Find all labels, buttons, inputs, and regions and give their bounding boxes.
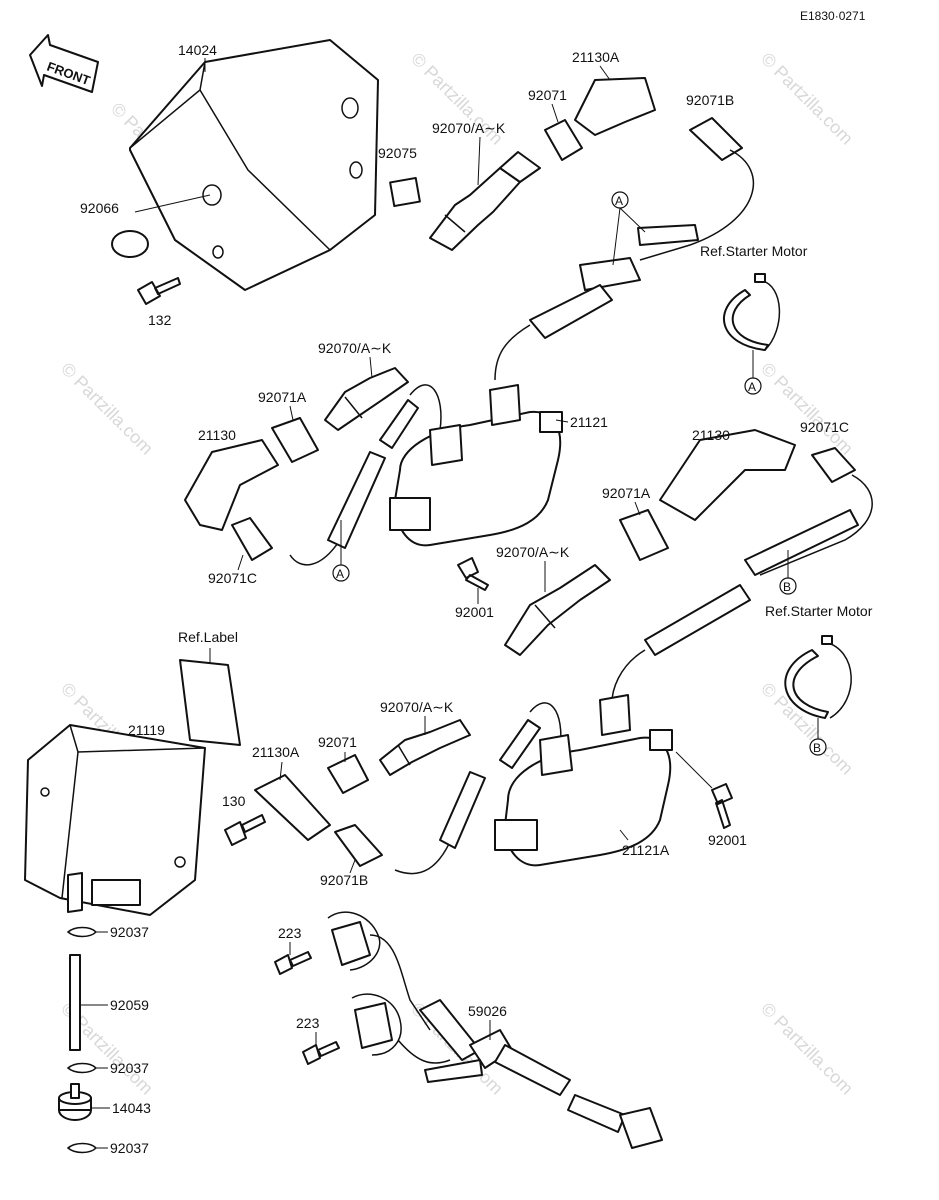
ref-b-2: B bbox=[813, 741, 821, 755]
ref-starter-motor-1: Ref.Starter Motor bbox=[700, 243, 808, 259]
label-92071-bot: 92071 bbox=[318, 734, 357, 750]
ignition-coil-21121 bbox=[389, 384, 563, 547]
label-92071c-left: 92071C bbox=[208, 570, 257, 586]
label-92070-top: 92070/A∼K bbox=[432, 120, 506, 136]
ignition-coil-21121a bbox=[494, 694, 673, 867]
label-21130-right: 21130 bbox=[692, 427, 730, 443]
label-92001-mid: 92001 bbox=[455, 604, 494, 620]
filter-14043 bbox=[58, 1083, 92, 1121]
spark-plug-mid-right bbox=[504, 564, 611, 656]
lead-wire-top bbox=[639, 149, 755, 261]
grommet bbox=[111, 230, 149, 258]
label-132: 132 bbox=[148, 312, 172, 328]
label-92070-mid-left: 92070/A∼K bbox=[318, 340, 392, 356]
label-21130-left: 21130 bbox=[198, 427, 236, 443]
label-92071-top: 92071 bbox=[528, 87, 567, 103]
label-21130a-top: 21130A bbox=[572, 49, 620, 65]
label-92037-a: 92037 bbox=[110, 924, 149, 940]
label-sticker bbox=[179, 659, 241, 746]
cap-92071a-right bbox=[619, 509, 669, 561]
clamp-b bbox=[784, 649, 829, 719]
watermark-text: © Partzilla.com bbox=[757, 999, 857, 1099]
label-21130a-bot: 21130A bbox=[252, 744, 300, 760]
cap-92071-top bbox=[544, 119, 583, 161]
ref-a-2: A bbox=[748, 380, 756, 394]
ref-starter-motor-2: Ref.Starter Motor bbox=[765, 603, 873, 619]
label-92075: 92075 bbox=[378, 145, 417, 161]
label-92001-bot: 92001 bbox=[708, 832, 747, 848]
cap-92071c-left bbox=[231, 517, 273, 561]
boot-21130-left bbox=[184, 439, 279, 531]
screw-223-b bbox=[302, 1041, 340, 1065]
boot-21130-right bbox=[659, 429, 796, 521]
label-92071a-left: 92071A bbox=[258, 389, 307, 405]
pad-92075 bbox=[389, 176, 421, 208]
tube-92059 bbox=[69, 954, 81, 1051]
front-arrow: FRONT bbox=[29, 34, 99, 93]
bolt-130 bbox=[224, 814, 266, 846]
label-92070-bot: 92070/A∼K bbox=[380, 699, 454, 715]
label-92037-c: 92037 bbox=[110, 1140, 149, 1156]
spark-plug-bottom bbox=[379, 719, 471, 776]
label-92066: 92066 bbox=[80, 200, 119, 216]
cap-92071-bot bbox=[327, 754, 369, 794]
cap-92071c-right bbox=[811, 447, 856, 483]
label-21121a: 21121A bbox=[622, 842, 670, 858]
lead-wire-right bbox=[759, 474, 873, 576]
bolt-92001-bot bbox=[711, 783, 733, 829]
label-130: 130 bbox=[222, 793, 246, 809]
bolt-92001-mid bbox=[457, 557, 489, 591]
label-92070-mid-right: 92070/A∼K bbox=[496, 544, 570, 560]
label-92037-b: 92037 bbox=[110, 1060, 149, 1076]
watermark-text: © Partzilla.com bbox=[757, 679, 857, 779]
clip-92037-b bbox=[66, 1062, 98, 1074]
boot-21130a-top bbox=[574, 77, 656, 136]
label-21119: 21119 bbox=[128, 722, 165, 738]
spark-plug-top bbox=[429, 151, 541, 251]
boot-21130a-bot bbox=[254, 774, 331, 841]
label-92059: 92059 bbox=[110, 997, 149, 1013]
watermark-text: © Partzilla.com bbox=[757, 49, 857, 149]
label-92071b-bot: 92071B bbox=[320, 872, 368, 888]
ref-a-3: A bbox=[336, 567, 344, 581]
cap-92071b-bot bbox=[334, 824, 383, 867]
spark-plug-mid-left bbox=[324, 367, 409, 431]
cap-92071b-top bbox=[689, 117, 743, 161]
ignition-coil-cover bbox=[129, 39, 379, 291]
label-14043: 14043 bbox=[112, 1100, 151, 1116]
diagram-code: E1830·0271 bbox=[800, 9, 866, 23]
label-92071c-right: 92071C bbox=[800, 419, 849, 435]
label-223-a: 223 bbox=[278, 925, 302, 941]
label-92071b-top: 92071B bbox=[686, 92, 734, 108]
label-223-b: 223 bbox=[296, 1015, 320, 1031]
clip-92037-c bbox=[66, 1142, 98, 1154]
watermark-text: © Partzilla.com bbox=[57, 359, 157, 459]
pickup-coil-59026 bbox=[327, 911, 663, 1149]
screw-223-a bbox=[274, 951, 312, 975]
bolt-132 bbox=[137, 277, 181, 305]
ref-label: Ref.Label bbox=[178, 629, 238, 645]
label-21121: 21121 bbox=[570, 414, 608, 430]
label-14024: 14024 bbox=[178, 42, 217, 58]
clip-92037-a bbox=[66, 926, 98, 938]
label-59026: 59026 bbox=[468, 1003, 507, 1019]
cap-92071a-left bbox=[271, 417, 319, 463]
ref-a-1: A bbox=[615, 194, 623, 208]
ref-b-1: B bbox=[783, 580, 791, 594]
igniter-unit-21119 bbox=[24, 724, 206, 916]
clamp-a bbox=[722, 289, 769, 351]
label-92071a-right: 92071A bbox=[602, 485, 651, 501]
